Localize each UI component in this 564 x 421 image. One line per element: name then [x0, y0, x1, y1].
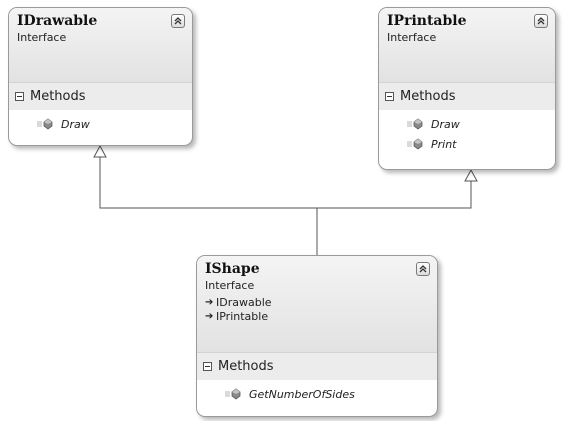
inheritance-arrowhead-idrawable: [93, 144, 107, 158]
methods-section-header[interactable]: Methods: [379, 82, 555, 110]
list-item[interactable]: Draw: [379, 114, 555, 134]
method-name: Draw: [431, 117, 460, 131]
inherited-interface: ➔ IPrintable: [205, 310, 429, 324]
inheritance-arrowhead-iprintable: [464, 168, 478, 182]
inherited-interface: ➔ IDrawable: [205, 296, 429, 310]
arrow-right-icon: ➔: [205, 297, 214, 308]
class-header: IPrintable Interface: [379, 8, 555, 82]
inherited-interfaces: ➔ IDrawable ➔ IPrintable: [205, 296, 429, 324]
class-name: IPrintable: [387, 13, 467, 29]
method-list: Draw Print: [379, 110, 555, 158]
double-chevron-up-icon[interactable]: [534, 14, 548, 28]
connector-ishape-to-idrawable: [99, 157, 318, 255]
method-name: Draw: [61, 117, 90, 131]
double-chevron-up-icon[interactable]: [171, 14, 185, 28]
class-header: IDrawable Interface: [9, 8, 192, 82]
list-item[interactable]: Draw: [9, 114, 192, 134]
class-name: IDrawable: [17, 13, 98, 29]
class-kind: Interface: [17, 31, 67, 44]
method-list: Draw: [9, 110, 192, 138]
class-header: IShape Interface ➔ IDrawable ➔ IPrintabl…: [197, 256, 437, 352]
inherited-interface-name: IDrawable: [216, 296, 272, 309]
method-icon: [407, 138, 425, 150]
minus-box-icon[interactable]: [15, 92, 24, 101]
minus-box-icon[interactable]: [203, 362, 212, 371]
methods-section-header[interactable]: Methods: [197, 352, 437, 380]
method-list: GetNumberOfSides: [197, 380, 437, 408]
class-box-ishape[interactable]: IShape Interface ➔ IDrawable ➔ IPrintabl…: [196, 255, 438, 417]
section-label: Methods: [218, 359, 274, 374]
class-box-iprintable[interactable]: IPrintable Interface Methods Draw Print: [378, 7, 556, 170]
method-icon: [407, 118, 425, 130]
minus-box-icon[interactable]: [385, 92, 394, 101]
methods-section-header[interactable]: Methods: [9, 82, 192, 110]
connector-ishape-to-iprintable: [317, 181, 472, 209]
list-item[interactable]: Print: [379, 134, 555, 154]
section-label: Methods: [30, 89, 86, 104]
class-name: IShape: [205, 261, 260, 277]
section-label: Methods: [400, 89, 456, 104]
class-kind: Interface: [205, 279, 255, 292]
list-item[interactable]: GetNumberOfSides: [197, 384, 437, 404]
class-box-idrawable[interactable]: IDrawable Interface Methods Draw: [8, 7, 193, 146]
inherited-interface-name: IPrintable: [216, 310, 269, 323]
class-kind: Interface: [387, 31, 437, 44]
method-icon: [225, 388, 243, 400]
method-icon: [37, 118, 55, 130]
method-name: GetNumberOfSides: [249, 387, 355, 401]
double-chevron-up-icon[interactable]: [416, 262, 430, 276]
method-name: Print: [431, 137, 457, 151]
arrow-right-icon: ➔: [205, 311, 214, 322]
